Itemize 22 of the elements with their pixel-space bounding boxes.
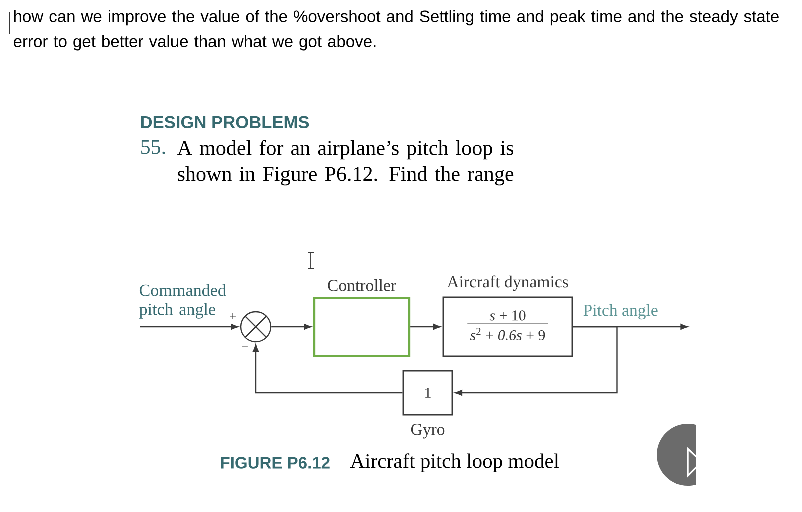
signal-label: Pitch angle	[584, 304, 658, 320]
arrow	[140, 324, 238, 330]
problem-number: 55.	[142, 140, 166, 154]
sign-label: −	[242, 346, 248, 348]
arrow	[253, 344, 403, 394]
summing-junction	[240, 311, 272, 343]
question-text: how can we improve the value of the %overshoot and Settling time and peak time and the steady state error to get better value than what we got above.	[14, 10, 779, 51]
signal-label: Commanded pitch angle	[140, 284, 226, 319]
arrow	[455, 326, 618, 396]
problem-text: A model for an airplane’s pitch loop is shown in Figure P6.12. Find the range	[177, 140, 514, 186]
node-label: Controller	[328, 280, 396, 292]
arrow	[272, 324, 312, 330]
node-label: Gyro	[411, 424, 445, 439]
sign-label: +	[230, 313, 236, 320]
section-heading: DESIGN PROBLEMS	[141, 116, 310, 129]
arrow	[410, 324, 441, 330]
block-box: Controller	[313, 280, 411, 358]
block-box: 1 Gyro	[402, 370, 454, 439]
figure-number: FIGURE P6.12	[221, 457, 330, 469]
figure-caption: Aircraft pitch loop model	[350, 454, 560, 472]
block-box: s + 10 s$^{2}$ + 0.6s + 9 Aircraft dynamics	[442, 276, 574, 358]
node-label: Aircraft dynamics	[447, 276, 568, 292]
